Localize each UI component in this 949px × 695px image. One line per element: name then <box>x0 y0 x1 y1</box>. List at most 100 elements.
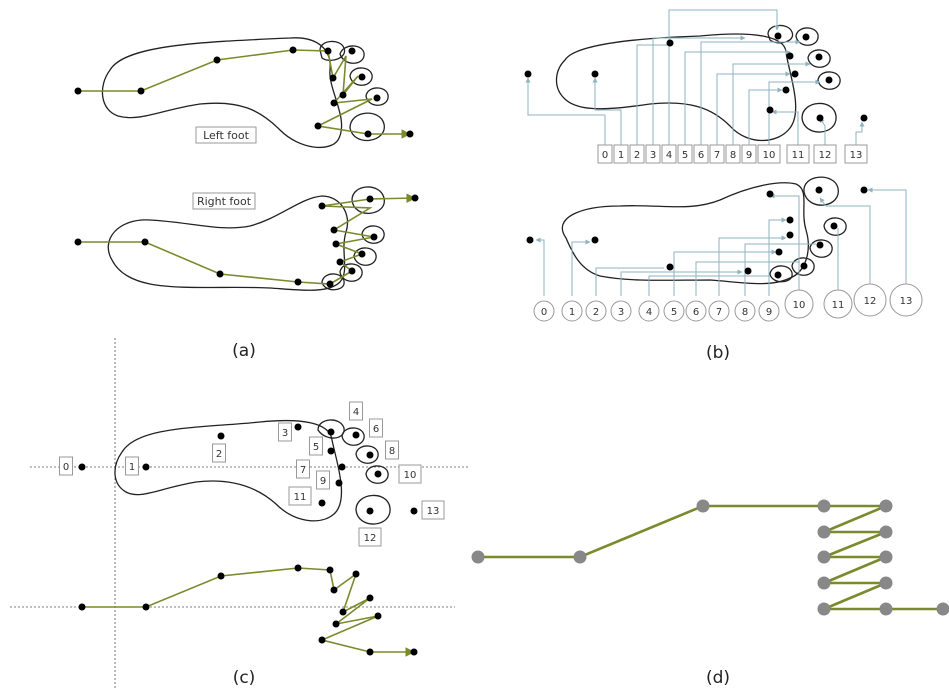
b-top-number-box: 12 <box>813 144 837 164</box>
b-bottom-number-label: 13 <box>900 296 913 307</box>
c-projected-points <box>78 564 418 656</box>
c-number-box: 10 <box>398 464 422 484</box>
b-bottom-toe5 <box>769 265 793 283</box>
c-foot-points <box>78 423 418 515</box>
c-toe2 <box>341 427 365 446</box>
b-top-number-label: 5 <box>682 150 688 161</box>
c-toe1 <box>317 419 345 439</box>
c-foot-outline <box>114 419 343 522</box>
b-bottom-number-label: 5 <box>671 307 677 318</box>
b-bottom-number-circle: 8 <box>734 300 756 322</box>
c-number-label: 6 <box>373 424 379 435</box>
c-number-box: 7 <box>296 459 310 479</box>
b-bottom-number-circle: 13 <box>889 283 923 317</box>
b-bottom-number-circle: 6 <box>685 300 707 322</box>
c-number-label: 7 <box>300 465 306 476</box>
left-foot-label-box <box>195 126 257 144</box>
right-foot-toe3 <box>353 247 377 266</box>
b-bottom-number-label: 10 <box>793 300 806 311</box>
c-number-box: 6 <box>369 418 383 438</box>
b-bottom-number-label: 0 <box>541 307 547 318</box>
c-number-label: 2 <box>216 449 222 460</box>
c-number-label: 8 <box>389 446 395 457</box>
b-bottom-toe3 <box>809 239 833 258</box>
b-bottom-number-circle: 12 <box>853 283 887 317</box>
right-foot-path <box>78 193 416 285</box>
b-top-number-box: 8 <box>725 144 741 164</box>
b-top-number-label: 10 <box>763 150 776 161</box>
b-bottom-number-circle: 10 <box>784 289 814 319</box>
b-top-number-box: 4 <box>661 144 677 164</box>
b-top-number-label: 7 <box>714 150 720 161</box>
b-top-foot-outline <box>555 33 797 141</box>
b-bottom-number-label: 4 <box>646 307 652 318</box>
c-number-box: 13 <box>421 500 445 520</box>
c-number-label: 0 <box>63 462 69 473</box>
b-bottom-number-circle: 7 <box>708 300 730 322</box>
right-foot-outline <box>107 195 349 291</box>
b-top-number-box: 10 <box>757 144 781 164</box>
b-bottom-foot-outline <box>561 182 809 285</box>
c-number-label: 9 <box>320 476 326 487</box>
left-foot-points <box>74 46 414 138</box>
b-bottom-connectors <box>535 187 907 296</box>
b-bottom-toe1 <box>803 176 839 206</box>
b-bottom-number-label: 7 <box>716 307 722 318</box>
b-top-number-label: 13 <box>850 150 863 161</box>
c-number-label: 4 <box>353 407 359 418</box>
c-number-box: 8 <box>385 440 399 460</box>
b-top-connectors <box>525 9 865 145</box>
c-number-label: 13 <box>427 506 440 517</box>
b-bottom-number-label: 9 <box>766 307 772 318</box>
c-number-label: 1 <box>129 462 135 473</box>
b-top-number-box: 5 <box>677 144 693 164</box>
b-bottom-number-label: 6 <box>693 307 699 318</box>
b-top-number-label: 4 <box>666 150 672 161</box>
c-number-box: 5 <box>309 436 323 456</box>
b-top-number-label: 11 <box>792 150 805 161</box>
b-bottom-number-circle: 4 <box>638 300 660 322</box>
b-bottom-toe4 <box>791 257 815 276</box>
b-top-number-box: 11 <box>786 144 810 164</box>
b-top-number-label: 9 <box>746 150 752 161</box>
c-number-box: 2 <box>212 443 226 463</box>
left-foot-toe4 <box>365 87 389 106</box>
right-foot-toe2 <box>361 225 385 244</box>
c-number-label: 5 <box>313 442 319 453</box>
c-number-box: 9 <box>316 470 330 490</box>
c-number-box: 4 <box>349 401 363 421</box>
b-top-number-label: 12 <box>819 150 832 161</box>
b-bottom-number-circle: 3 <box>610 300 632 322</box>
right-foot-label-box <box>192 192 256 210</box>
panel-a: Left foot Right foot (a) <box>74 37 419 361</box>
b-bottom-number-label: 8 <box>742 307 748 318</box>
b-top-number-label: 1 <box>618 150 624 161</box>
caption-c: (c) <box>233 668 256 688</box>
panel-d: (d) <box>471 499 949 688</box>
b-bottom-number-circle: 9 <box>758 300 780 322</box>
b-top-number-box: 7 <box>709 144 725 164</box>
c-number-label: 11 <box>294 492 307 503</box>
c-number-box: 0 <box>59 456 73 476</box>
right-foot-label: Right foot <box>197 195 252 208</box>
b-top-toe4 <box>817 71 841 90</box>
b-bottom-number-circle: 0 <box>533 300 555 322</box>
c-number-label: 3 <box>282 428 288 439</box>
b-bottom-number-circle: 5 <box>663 300 685 322</box>
b-top-number-label: 6 <box>698 150 704 161</box>
left-foot-path <box>78 49 411 139</box>
b-bottom-number-circle: 2 <box>585 300 607 322</box>
c-toe3 <box>355 445 379 464</box>
b-bottom-points <box>526 186 868 279</box>
c-number-box: 11 <box>288 486 312 506</box>
c-number-label: 10 <box>404 470 417 481</box>
b-top-number-label: 3 <box>650 150 656 161</box>
b-top-number-box: 1 <box>613 144 629 164</box>
d-graph-path <box>478 504 946 611</box>
b-bottom-number-label: 11 <box>832 300 845 311</box>
left-foot-label: Left foot <box>203 129 250 142</box>
b-bottom-number-label: 12 <box>864 296 877 307</box>
